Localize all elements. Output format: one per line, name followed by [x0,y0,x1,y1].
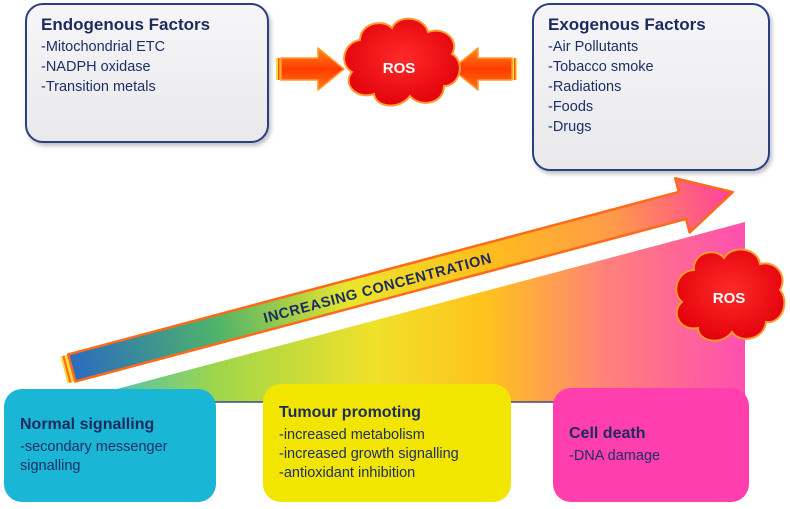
ros-cloud-right [675,248,786,342]
exogenous-item: -Foods [548,99,594,115]
tumour-title: Tumour promoting [279,403,421,421]
exogenous-title: Exogenous Factors [548,15,706,34]
endogenous-arrow [276,47,345,91]
endogenous-title: Endogenous Factors [41,15,211,34]
exogenous-factors-box: Exogenous Factors -Air Pollutants -Tobac… [532,3,770,171]
tumour-promoting-box: Tumour promoting -increased metabolism -… [263,384,511,502]
tumour-item: -increased metabolism [279,426,425,443]
normal-item: -secondary messenger [20,438,168,455]
normal-item: signalling [20,457,81,474]
endogenous-item: -NADPH oxidase [41,59,151,75]
exogenous-arrow [451,47,517,91]
exogenous-item: -Air Pollutants [548,39,639,55]
tumour-item: -increased growth signalling [279,445,459,462]
death-title: Cell death [569,424,646,442]
exogenous-item: -Radiations [548,79,622,95]
endogenous-item: -Transition metals [41,79,156,95]
death-item: -DNA damage [569,447,661,464]
endogenous-item: -Mitochondrial ETC [41,39,166,55]
exogenous-item: -Tobacco smoke [548,59,654,75]
endogenous-factors-box: Endogenous Factors -Mitochondrial ETC -N… [25,3,269,143]
ros-label-right: ROS [713,290,746,307]
increasing-concentration-arrow [60,177,734,384]
concentration-wedge [68,222,745,402]
ros-label-top: ROS [383,60,416,77]
exogenous-item: -Drugs [548,119,592,135]
ros-cloud-top [343,17,461,107]
cell-death-box: Cell death -DNA damage [553,388,749,502]
tumour-item: -antioxidant inhibition [279,464,416,481]
normal-signalling-box: Normal signalling -secondary messenger s… [4,389,216,502]
normal-title: Normal signalling [20,415,155,433]
